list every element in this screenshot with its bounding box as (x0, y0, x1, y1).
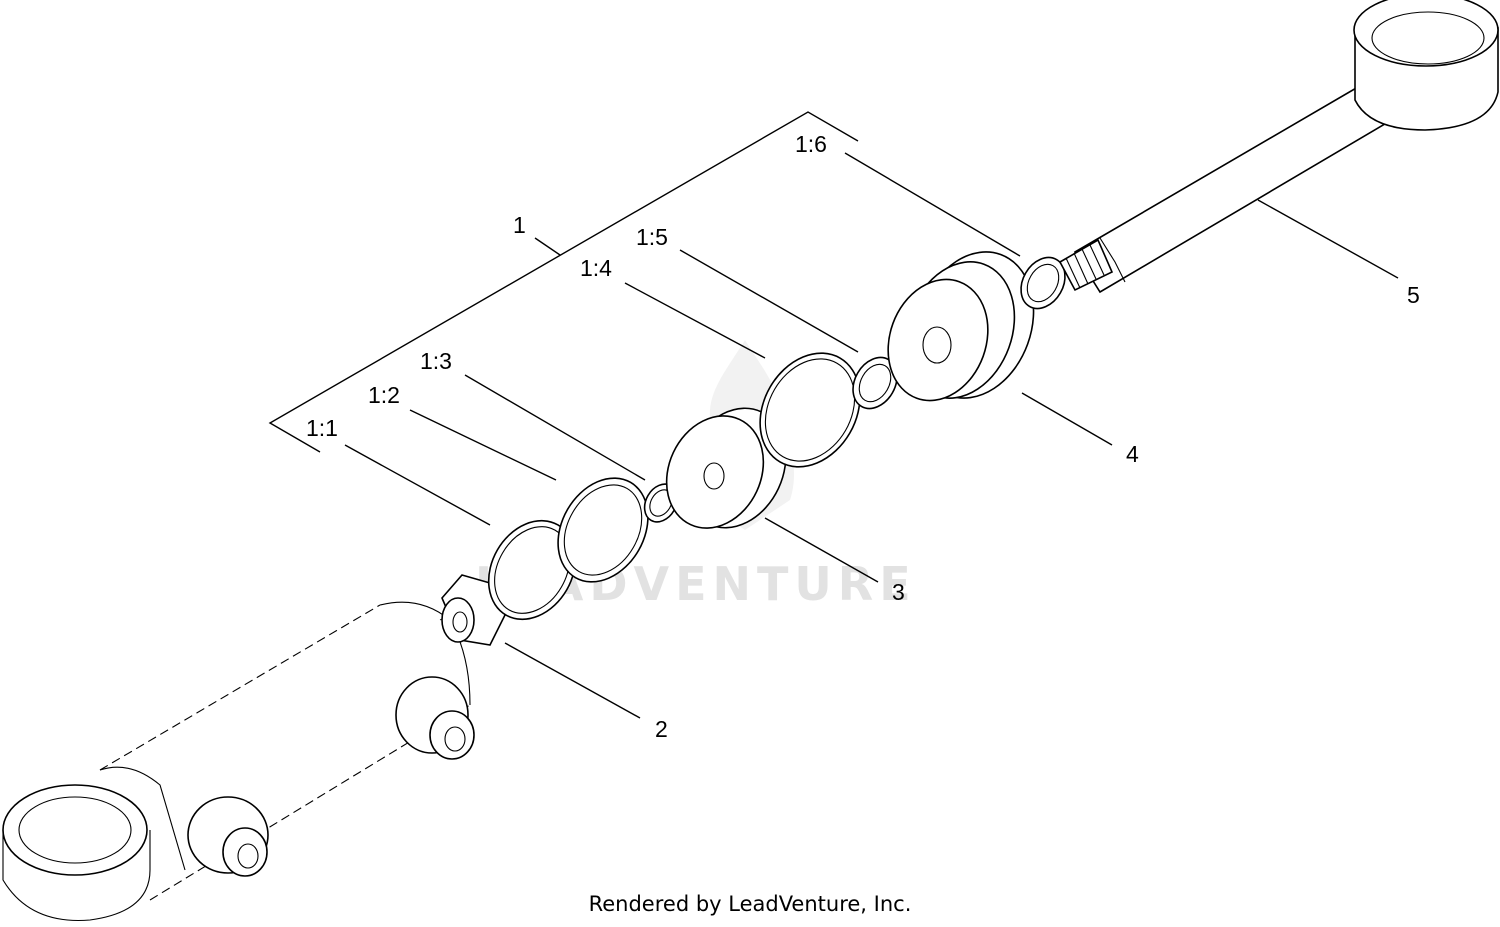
hex-nut-bore (452, 611, 468, 633)
assembly-bracket (268, 111, 859, 453)
label-2: 2 (655, 716, 668, 742)
label-1-3: 1:3 (420, 348, 452, 374)
part-5-piston-rod (1058, 0, 1499, 294)
piston-bore (703, 462, 725, 490)
leader-1-6 (844, 152, 1021, 257)
gland-bore (922, 326, 952, 364)
label-1-1: 1:1 (306, 415, 338, 441)
upper-port-hole (444, 726, 466, 752)
part-1-6-wiper (1020, 256, 1066, 310)
bushing-1-5-inner (858, 363, 892, 403)
leader-2 (504, 642, 641, 719)
part-3-piston (665, 407, 787, 529)
label-1-4: 1:4 (580, 255, 612, 281)
leader-3 (764, 517, 879, 583)
label-5: 5 (1407, 282, 1420, 308)
leader-1-3 (464, 374, 646, 481)
cylinder-barrel (2, 601, 475, 922)
rod-eye-top (1353, 0, 1499, 67)
label-4: 4 (1126, 441, 1139, 467)
part-4-gland (887, 251, 1035, 402)
lower-port-fitting (222, 827, 268, 877)
rod-thread-lines (1065, 244, 1105, 289)
part-1-2-ring (557, 477, 649, 583)
gland-face (887, 278, 989, 402)
upper-port-fitting (429, 710, 475, 760)
wiper-1-6-inner (1026, 263, 1060, 303)
piston-face (665, 415, 765, 529)
label-1: 1 (513, 212, 526, 238)
label-1-2: 1:2 (368, 382, 400, 408)
leader-1-4 (624, 282, 766, 359)
label-1-6: 1:6 (795, 131, 827, 157)
ring-1-2-inner (563, 484, 643, 576)
barrel-collar (99, 766, 186, 871)
rod-thread (1058, 238, 1114, 292)
part-1-5-bushing (852, 356, 898, 410)
barrel-eye-side (2, 830, 151, 922)
credit-line: Rendered by LeadVenture, Inc. (588, 892, 912, 916)
barrel-eye-outer (2, 784, 148, 876)
part-1-4-ring (759, 352, 861, 468)
barrel-eye-inner (18, 796, 132, 864)
leader-1-1 (344, 444, 491, 526)
leader-1 (534, 237, 561, 256)
ring-1-1-inner (494, 526, 570, 614)
ring-1-4-outer (759, 352, 861, 468)
label-3: 3 (892, 579, 905, 605)
wiper-1-6-outer (1020, 256, 1066, 310)
part-1-1-ring (487, 519, 577, 621)
ring-1-4-inner (764, 358, 856, 462)
leader-1-5 (679, 249, 859, 353)
leader-4 (1021, 392, 1113, 446)
ring-1-2-outer (557, 477, 649, 583)
lower-port-hole (237, 843, 259, 869)
leader-1-2 (409, 409, 557, 481)
label-1-5: 1:5 (636, 224, 668, 250)
rod-shaft (1073, 78, 1397, 294)
ring-1-1-outer (487, 519, 577, 621)
hex-nut-face (441, 597, 475, 643)
rod-eye-bore (1371, 11, 1485, 65)
barrel-hidden-outline (99, 604, 471, 901)
rod-shoulder (1099, 237, 1126, 283)
leader-5 (1257, 199, 1399, 279)
